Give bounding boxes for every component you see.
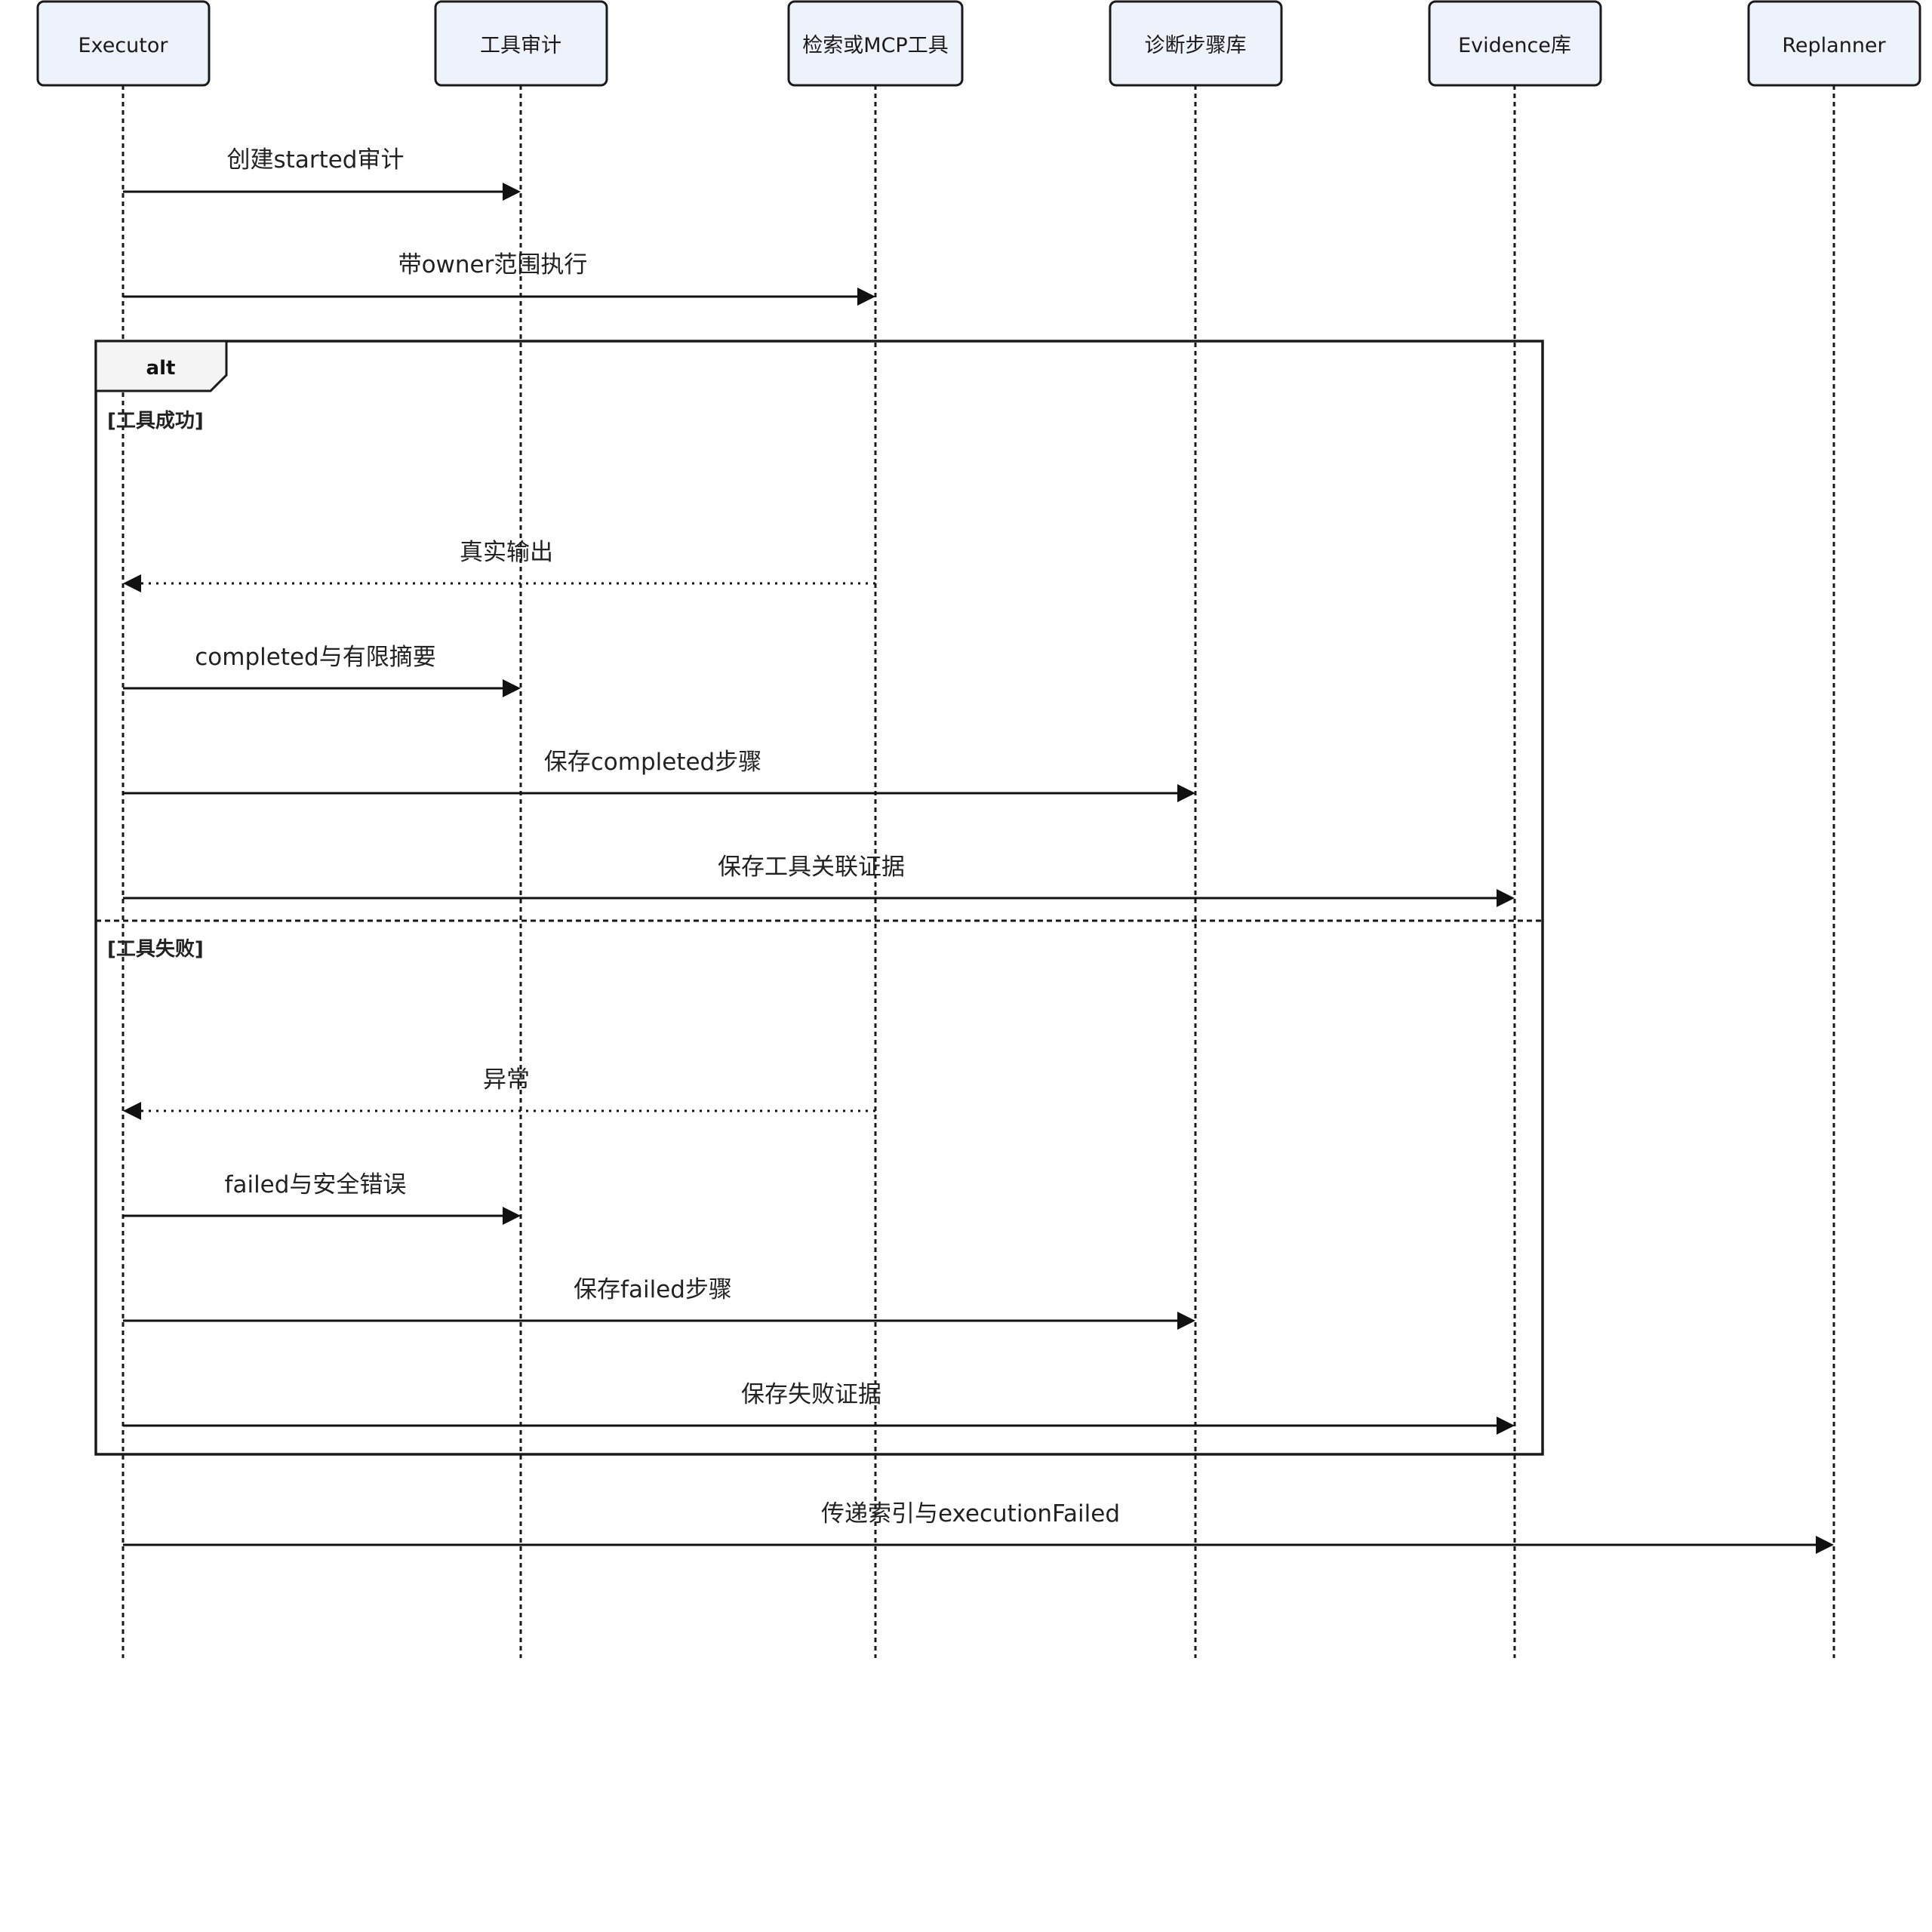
participant-label: 工具审计 — [480, 34, 561, 57]
message-4: completed与有限摘要 — [123, 644, 521, 697]
participant-audit: 工具审计 — [434, 0, 608, 87]
arrowhead — [1816, 1536, 1834, 1554]
fragment-operator: alt — [146, 357, 176, 380]
message-label: 保存工具关联证据 — [718, 854, 905, 881]
message-5: 保存completed步骤 — [123, 749, 1195, 802]
message-6: 保存工具关联证据 — [123, 854, 1515, 907]
arrowhead — [1177, 784, 1195, 802]
message-label: 传递索引与executionFailed — [821, 1500, 1120, 1527]
participant-replanner: Replanner — [1747, 0, 1921, 87]
arrowhead — [857, 288, 875, 306]
message-label: completed与有限摘要 — [195, 644, 435, 671]
message-label: 保存failed步骤 — [574, 1276, 732, 1303]
participant-mcp: 检索或MCP工具 — [787, 0, 964, 87]
participant-steps: 诊断步骤库 — [1109, 0, 1283, 87]
arrowhead — [1497, 889, 1515, 907]
arrowhead — [123, 574, 141, 592]
message-label: 带owner范围执行 — [398, 251, 588, 278]
message-1: 创建started审计 — [123, 146, 521, 201]
participant-evidence: Evidence库 — [1428, 0, 1602, 87]
participant-label: 检索或MCP工具 — [802, 34, 948, 57]
message-label: 创建started审计 — [227, 146, 405, 174]
participant-label: Replanner — [1782, 34, 1886, 57]
fragment-condition-failure: [工具失败] — [107, 938, 204, 961]
arrowhead — [503, 1207, 521, 1225]
participant-label: Evidence库 — [1458, 34, 1571, 57]
lifelines — [122, 85, 1835, 1658]
message-label: 异常 — [483, 1066, 530, 1094]
alt-fragment: alt [工具成功] [工具失败] — [94, 340, 1544, 1456]
arrowhead — [123, 1102, 141, 1120]
message-9: 保存failed步骤 — [123, 1276, 1195, 1330]
fragment-condition-success: [工具成功] — [107, 410, 204, 432]
arrowhead — [1177, 1312, 1195, 1330]
arrowhead — [1497, 1417, 1515, 1435]
message-11: 传递索引与executionFailed — [123, 1500, 1834, 1554]
message-label: failed与安全错误 — [225, 1171, 407, 1198]
fragment-operator-tab — [94, 340, 228, 392]
participant-label: 诊断步骤库 — [1145, 34, 1247, 57]
message-label: 保存completed步骤 — [544, 749, 761, 776]
message-label: 保存失败证据 — [741, 1381, 881, 1408]
message-label: 真实输出 — [460, 539, 553, 566]
message-2: 带owner范围执行 — [123, 251, 875, 306]
message-7: 异常 — [123, 1066, 875, 1120]
fragment-frame — [94, 340, 1544, 1456]
message-10: 保存失败证据 — [123, 1381, 1515, 1435]
arrowhead — [503, 679, 521, 697]
message-8: failed与安全错误 — [123, 1171, 521, 1225]
participant-executor: Executor — [36, 0, 211, 87]
arrowhead — [503, 183, 521, 201]
message-3: 真实输出 — [123, 539, 875, 592]
participant-label: Executor — [78, 34, 169, 57]
